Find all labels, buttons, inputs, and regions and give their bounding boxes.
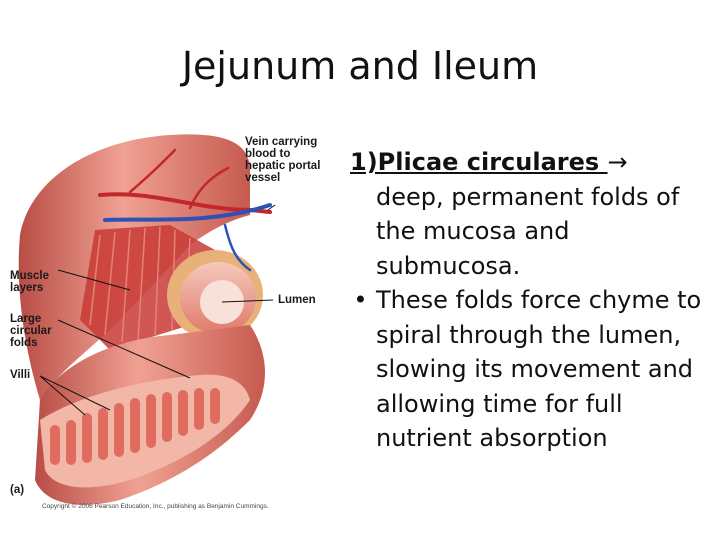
description-text: deep, permanent folds of the mucosa and …: [376, 182, 680, 280]
figure-copyright: Copyright © 2006 Pearson Education, Inc.…: [42, 503, 269, 510]
label-lumen: Lumen: [278, 294, 316, 306]
label-villi: Villi: [10, 369, 31, 381]
bullet-text: These folds force chyme to spiral throug…: [376, 286, 702, 452]
heading-line: 1)Plicae circulares →: [345, 145, 717, 180]
intestine-illustration: [18, 134, 276, 505]
label-vein: Vein carrying blood to hepatic portal ve…: [245, 136, 321, 184]
slide-content: 1)Plicae circulares → deep, permanent fo…: [345, 145, 717, 456]
bullet-icon: •: [353, 286, 368, 314]
label-muscle-layers: Muscle layers: [10, 270, 49, 294]
arrow-icon: →: [607, 148, 628, 176]
bullet-item: • These folds force chyme to spiral thro…: [345, 283, 717, 456]
label-panel: (a): [10, 484, 25, 496]
label-circular-folds: Large circular folds: [10, 313, 52, 349]
heading-text: 1)Plicae circulares: [350, 148, 608, 176]
intestine-figure: Vein carrying blood to hepatic portal ve…: [0, 120, 340, 520]
slide-title: Jejunum and Ileum: [181, 44, 539, 88]
